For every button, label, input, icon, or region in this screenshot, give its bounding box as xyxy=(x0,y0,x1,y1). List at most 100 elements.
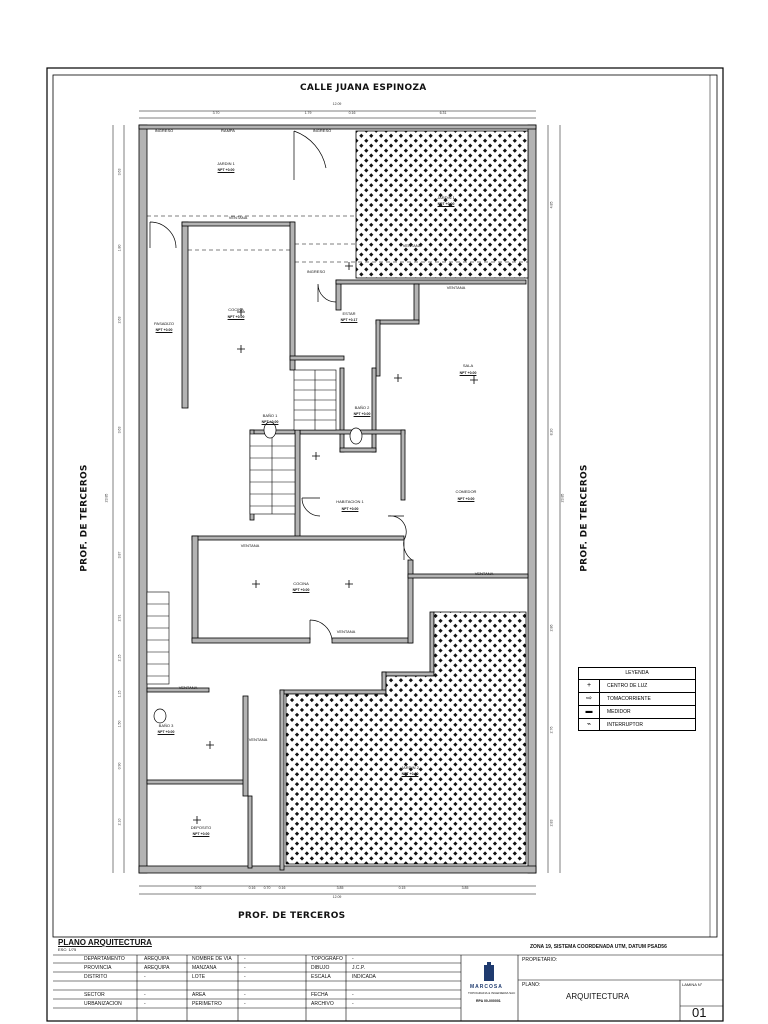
owner-label: PROPIETARIO: xyxy=(522,957,558,963)
dim-bottom-part: 3.85 xyxy=(336,886,344,890)
room-level: NPT +0.00 xyxy=(157,730,175,734)
legend-label: MEDIDOR xyxy=(607,709,631,715)
dim-right: 2.83 xyxy=(549,819,554,827)
toilets xyxy=(153,421,363,724)
dim-top-part: 3.70 xyxy=(212,111,220,115)
legend: LEYENDA + CENTRO DE LUZ ⇨ TOMACORRIENTE … xyxy=(578,667,696,731)
legend-row: ⇨ TOMACORRIENTE xyxy=(579,693,695,706)
field-label: DISTRITO xyxy=(84,974,108,980)
legend-label: CENTRO DE LUZ xyxy=(607,683,648,689)
room-name: BAÑO 3 xyxy=(158,723,174,728)
room-level: NPT +0.00 xyxy=(353,412,371,416)
field-label: DIBUJO xyxy=(311,965,330,971)
annotation: VENTANA xyxy=(240,543,260,548)
dim-left: 2.10 xyxy=(117,818,122,826)
dim-left: 3.63 xyxy=(117,168,122,176)
dim-left: 2.15 xyxy=(117,654,122,662)
annotation: VENTANA xyxy=(446,285,466,290)
dim-bottom-part: 0.15 xyxy=(398,886,406,890)
dim-bottom-part: 3.85 xyxy=(461,886,469,890)
room-name: JARDIN 1 xyxy=(437,195,455,200)
field-value: - xyxy=(244,1001,246,1007)
field-label: AREA xyxy=(192,992,206,998)
annotation: INGRESO xyxy=(154,128,174,133)
field-value: - xyxy=(244,956,246,962)
field-value: - xyxy=(352,956,354,962)
room-level: NPT +0.00 xyxy=(217,168,235,172)
sheet-outer-frame xyxy=(46,67,724,1022)
dim-left: 3.63 xyxy=(117,426,122,434)
legend-row: ▬ MEDIDOR xyxy=(579,706,695,719)
dim-left: 0.90 xyxy=(117,762,122,770)
dim-left: 2.91 xyxy=(117,614,122,622)
stairs xyxy=(146,369,337,685)
field-label: NOMBRE DE VIA xyxy=(192,956,232,962)
dimension-lines xyxy=(112,110,561,895)
sheet-label: LAMINA N° xyxy=(682,982,703,987)
field-value: INDICADA xyxy=(352,974,376,980)
annotation: VENTANA xyxy=(336,629,356,634)
dim-top-part: 0.16 xyxy=(348,111,356,115)
annotation: VENTANA xyxy=(402,243,422,248)
room-name: SALA xyxy=(462,363,474,368)
dim-right-total: 23.85 xyxy=(560,493,565,503)
field-value: - xyxy=(144,974,146,980)
field-value: - xyxy=(244,992,246,998)
annotation: VENTANA xyxy=(178,685,198,690)
field-value: AREQUIPA xyxy=(144,956,170,962)
field-value: - xyxy=(144,1001,146,1007)
dim-left: 1.80 xyxy=(117,244,122,252)
room-level: NPT +0.00 xyxy=(155,328,173,332)
field-value: - xyxy=(352,992,354,998)
field-value: - xyxy=(244,965,246,971)
sheet-number: 01 xyxy=(692,1005,707,1020)
annotation: VENTANA xyxy=(474,571,494,576)
neighbor-bottom-label: PROF. DE TERCEROS xyxy=(238,911,346,921)
walls xyxy=(138,124,537,874)
room-name: COCINA xyxy=(293,581,309,586)
dim-right: 4.85 xyxy=(549,201,554,209)
room-name: JARDIN 2 xyxy=(401,765,419,770)
annotation: INGRESO xyxy=(306,269,326,274)
dim-right: 8.20 xyxy=(549,428,554,436)
legend-row: + CENTRO DE LUZ xyxy=(579,680,695,693)
field-label: DEPARTAMENTO xyxy=(84,956,125,962)
switch-icon: ⌁ xyxy=(579,719,600,731)
neighbor-right-label: PROF. DE TERCEROS xyxy=(579,464,590,572)
street-label: CALLE JUANA ESPINOZA xyxy=(300,83,427,93)
annotation: INGRESO xyxy=(312,128,332,133)
dim-top-part: 1.79 xyxy=(304,111,312,115)
room-name: DEPOSITO xyxy=(190,825,212,830)
dim-left: 1.15 xyxy=(117,690,122,698)
legend-label: TOMACORRIENTE xyxy=(607,696,651,702)
plan-scale: ESC: 1/75 xyxy=(58,947,77,952)
room-level: NPT +0.00 xyxy=(457,497,475,501)
neighbor-left-label: PROF. DE TERCEROS xyxy=(79,464,90,572)
room-name: HABITACION 1 xyxy=(336,499,364,504)
jardin-2-pattern xyxy=(285,611,527,865)
dim-right: 2.86 xyxy=(549,624,554,632)
field-label: PERIMETRO xyxy=(192,1001,222,1007)
firm-subtitle: TOPOGRAFIA & INGENIERIA SAC xyxy=(468,991,516,995)
dim-bottom-part: 0.16 xyxy=(278,886,286,890)
room-level: NPT +0.00 xyxy=(341,507,359,511)
meter-icon: ▬ xyxy=(579,706,600,718)
field-label: SECTOR xyxy=(84,992,105,998)
field-value: - xyxy=(144,992,146,998)
room-name: PASADIZO xyxy=(154,321,174,326)
dim-bottom-part: 0.16 xyxy=(248,886,256,890)
field-label: ARCHIVO xyxy=(311,1001,334,1007)
room-level: NPT +0.00 xyxy=(261,420,279,424)
dim-top-part: 6.31 xyxy=(439,111,447,115)
coords-note: ZONA 19, SISTEMA COORDENADA UTM, DATUM P… xyxy=(530,944,667,950)
light-center-icon: + xyxy=(579,680,600,692)
dim-left: 3.87 xyxy=(117,551,122,559)
field-label: PROVINCIA xyxy=(84,965,112,971)
field-value: - xyxy=(352,1001,354,1007)
room-name: ESTAR xyxy=(342,311,356,316)
field-label: TOPOGRAFO xyxy=(311,956,343,962)
dim-bottom-total: 12.09 xyxy=(332,895,342,899)
room-level: NPT +0.00 xyxy=(459,371,477,375)
room-name: JARDIN 1 xyxy=(217,161,235,166)
